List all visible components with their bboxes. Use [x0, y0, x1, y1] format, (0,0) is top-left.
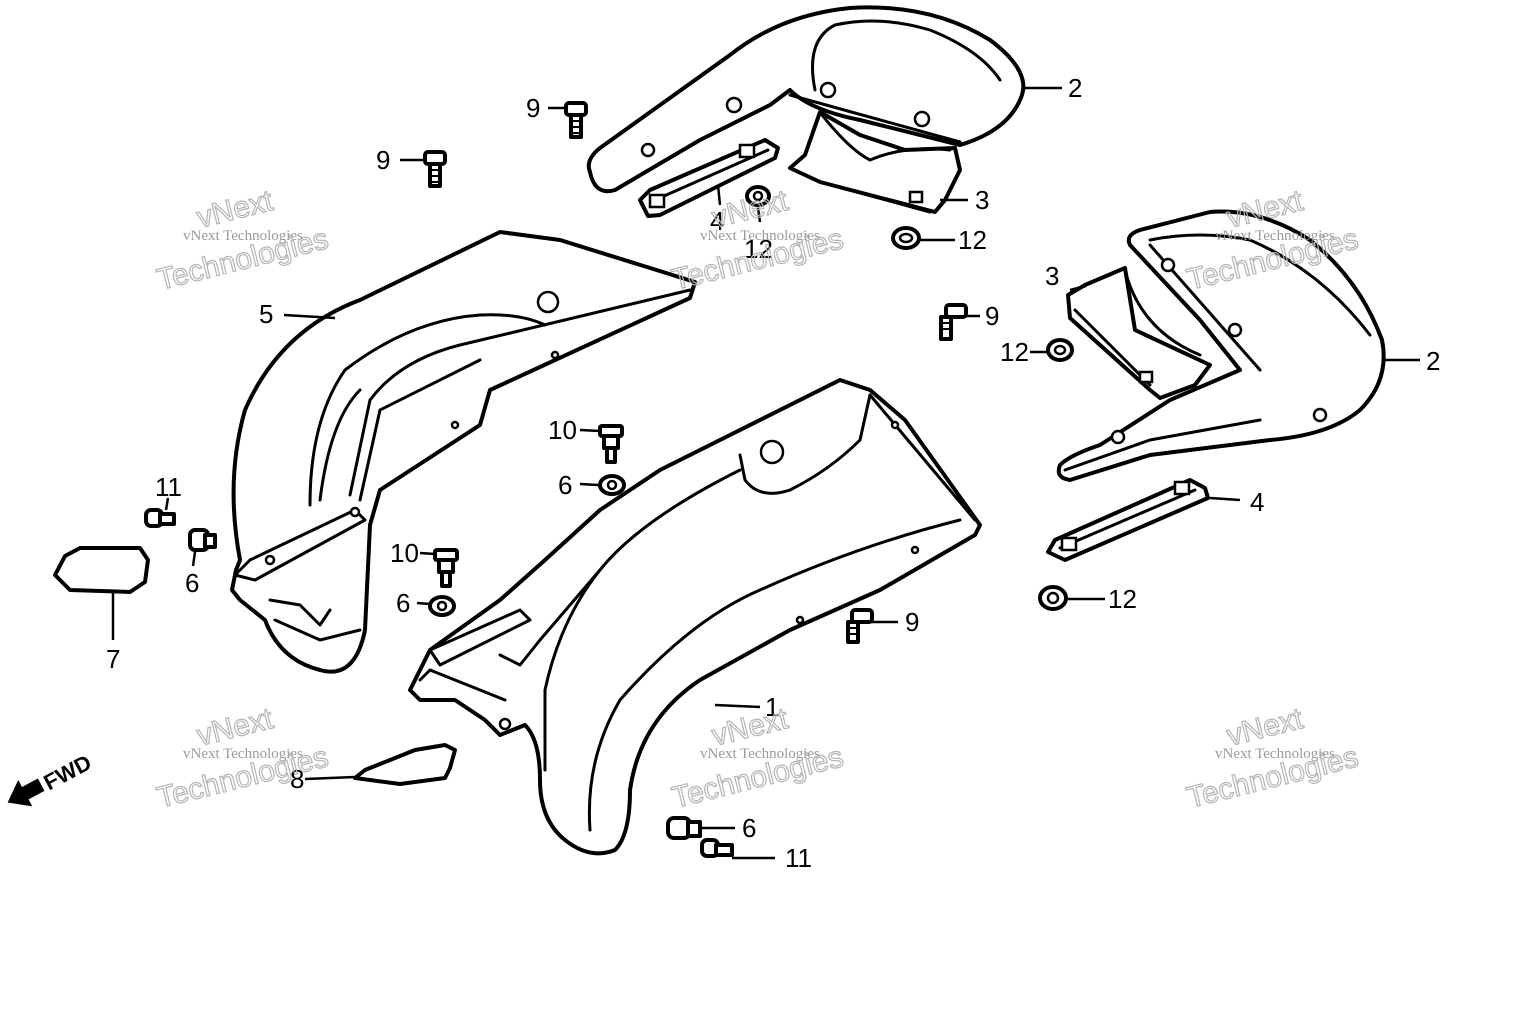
grommet-12a: [745, 185, 771, 207]
callout-8: 8: [290, 764, 304, 794]
callout-11-left: 11: [155, 472, 182, 502]
part-3-right-bracket: [1066, 266, 1212, 400]
fastener-9b: [423, 150, 447, 188]
callout-2-upper: 2: [1068, 73, 1082, 103]
part-8-pad: [353, 743, 457, 786]
svg-text:vNext Technologies: vNext Technologies: [183, 228, 303, 244]
part-2-right-mudguard: [1056, 209, 1386, 482]
nut-6d: [666, 816, 702, 840]
nut-6b: [428, 595, 456, 617]
fastener-10a: [598, 424, 624, 464]
svg-text:vNext Technologies: vNext Technologies: [1215, 746, 1335, 762]
callout-9-top: 9: [526, 93, 540, 123]
part-5-left-fender: [230, 230, 697, 674]
watermark-4: vNext Technologies vNext Technologies: [153, 701, 332, 815]
grommet-12b: [891, 226, 921, 250]
watermark-2: vNext Technologies vNext Technologies: [668, 183, 847, 297]
callout-5: 5: [259, 299, 273, 329]
svg-text:vNext Technologies: vNext Technologies: [700, 746, 820, 762]
part-7-plate: [53, 546, 150, 594]
callout-10-lower: 10: [390, 538, 419, 568]
callout-12-right: 12: [1000, 337, 1029, 367]
callout-3-upper: 3: [975, 185, 989, 215]
screw-11b: [700, 838, 734, 858]
callout-9-lower: 9: [905, 607, 919, 637]
callout-7: 7: [106, 644, 120, 674]
part-2-upper-mudguard: [586, 5, 1026, 194]
nut-6a: [598, 474, 626, 496]
watermark-1: vNext Technologies vNext Technologies: [153, 183, 332, 297]
fastener-9a: [564, 101, 588, 139]
callout-9-left: 9: [376, 145, 390, 175]
fwd-label: FWD: [40, 750, 96, 796]
callout-3-right: 3: [1045, 261, 1059, 291]
grommet-12c: [1046, 338, 1074, 362]
callout-12-mid: 12: [958, 225, 987, 255]
forward-arrow-icon: [7, 778, 45, 807]
leader-lines: [111, 86, 1420, 860]
part-4-upper-strip: [638, 138, 780, 218]
callout-1: 1: [765, 692, 779, 722]
part-1-main-fender: [408, 378, 982, 856]
part-3-upper-bracket: [788, 110, 962, 214]
callout-6-bottom: 6: [742, 813, 756, 843]
forward-direction-indicator: FWD: [7, 750, 96, 807]
callout-12-lower: 12: [1108, 584, 1137, 614]
callout-4-right: 4: [1250, 487, 1264, 517]
callout-11-bottom: 11: [785, 843, 812, 873]
svg-text:vNext Technologies: vNext Technologies: [1215, 228, 1335, 244]
svg-text:vNext Technologies: vNext Technologies: [183, 746, 303, 762]
fastener-9c: [939, 303, 968, 341]
svg-text:vNext Technologies: vNext Technologies: [700, 228, 820, 244]
watermark-6: vNext Technologies vNext Technologies: [1183, 701, 1362, 815]
watermark-5: vNext Technologies vNext Technologies: [668, 701, 847, 815]
callout-9-right: 9: [985, 301, 999, 331]
grommet-12d: [1038, 585, 1068, 611]
callout-labels: 2 3 4 12 12 9 9 5 3 12 9 2 4 12 9 1 10 6…: [106, 73, 1440, 873]
nut-6c: [188, 528, 217, 552]
callout-6-upper: 6: [558, 470, 572, 500]
fastener-10b: [433, 548, 459, 588]
callout-4-upper: 4: [710, 206, 724, 236]
callout-6-mid: 6: [396, 588, 410, 618]
callout-6-left: 6: [185, 568, 199, 598]
callout-10-upper: 10: [548, 415, 577, 445]
part-4-right-strip: [1046, 478, 1210, 562]
callout-2-right: 2: [1426, 346, 1440, 376]
fastener-9d: [846, 608, 874, 644]
callout-12-upper: 12: [744, 234, 773, 264]
screw-11a: [144, 508, 176, 528]
